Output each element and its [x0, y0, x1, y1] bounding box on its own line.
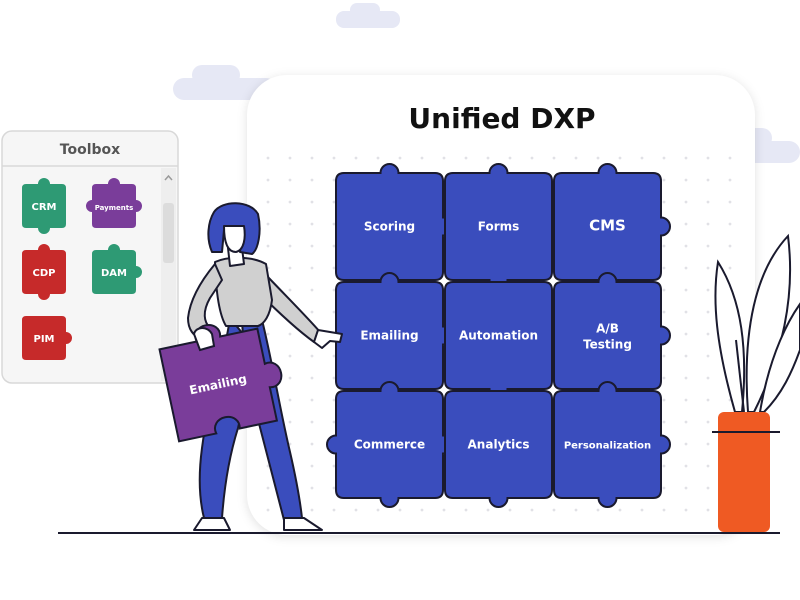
cloud-top: [336, 3, 400, 28]
puzzle-tile-analytics[interactable]: Analytics: [444, 390, 553, 508]
puzzle-tile-personalization[interactable]: Personalization: [553, 381, 671, 508]
puzzle-tile-forms[interactable]: Forms: [444, 163, 553, 290]
puzzle-tile-commerce[interactable]: Commerce: [326, 381, 453, 508]
held-puzzle-piece[interactable]: Emailing: [157, 312, 291, 443]
cloud-left: [173, 65, 277, 100]
toolbox-piece-payments[interactable]: Payments: [86, 178, 142, 228]
toolbox-piece-label: DAM: [101, 268, 127, 279]
toolbox-piece-label: CRM: [32, 202, 57, 213]
board-title: Unified DXP: [408, 102, 595, 135]
toolbox-piece-pim[interactable]: PIM: [22, 316, 72, 360]
toolbox-piece-dam[interactable]: DAM: [92, 244, 142, 294]
puzzle-tile-label: Scoring: [364, 220, 415, 234]
toolbox-piece-crm[interactable]: CRM: [22, 178, 66, 234]
puzzle-tile-label: Personalization: [564, 441, 651, 452]
puzzle-tile-cms[interactable]: CMS: [553, 163, 671, 281]
plant-pot: [718, 412, 770, 532]
toolbox-piece-label: Payments: [95, 204, 134, 212]
puzzle-tile-label: Commerce: [354, 438, 425, 452]
puzzle-tile-label: CMS: [589, 217, 626, 235]
scroll-up-arrow-icon[interactable]: [164, 174, 173, 181]
puzzle-tile-emailing[interactable]: Emailing: [335, 272, 453, 390]
puzzle-tile-label: Forms: [478, 220, 520, 234]
toolbox-piece-label: PIM: [33, 334, 54, 345]
puzzle-tile-label: Analytics: [468, 438, 530, 452]
puzzle-tile-automation[interactable]: Automation: [444, 281, 553, 399]
toolbox-piece-cdp[interactable]: CDP: [22, 244, 66, 300]
toolbox-scroll-thumb[interactable]: [163, 203, 174, 263]
plant: [712, 233, 800, 532]
toolbox-title: Toolbox: [60, 142, 120, 158]
holding-hand: [192, 327, 216, 352]
puzzle-tile-label: Emailing: [360, 329, 418, 343]
puzzle-tile-label: Automation: [459, 329, 538, 343]
puzzle-tile-scoring[interactable]: Scoring: [335, 163, 453, 281]
toolbox-piece-label: CDP: [33, 268, 56, 279]
